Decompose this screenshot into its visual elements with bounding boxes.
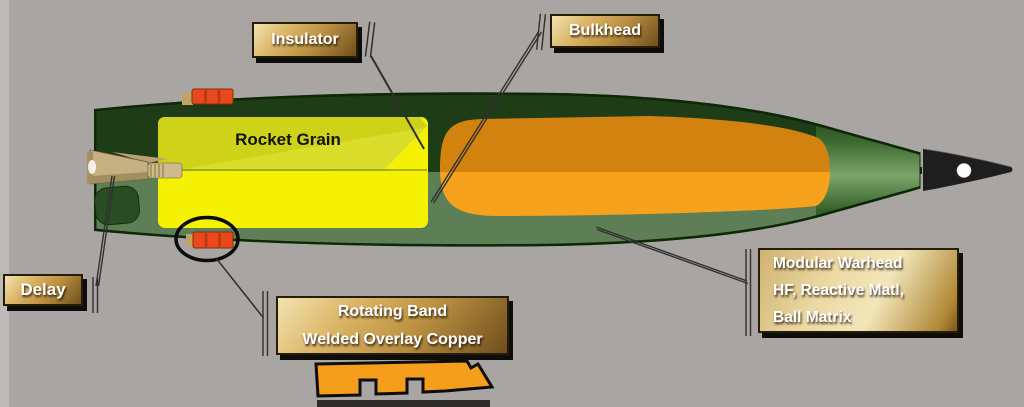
delay-leader (92, 175, 116, 313)
copper-band-cross-section (314, 359, 495, 398)
callout-modular-warhead-line3: Ball Matrix (773, 309, 852, 327)
callout-modular-warhead: Modular Warhead HF, Reactive Matl, Ball … (758, 248, 959, 333)
callout-modular-warhead-line2: HF, Reactive Matl, (773, 281, 904, 299)
modular-warhead-section (440, 116, 830, 216)
delay-glint (88, 160, 96, 174)
rotating-band-highlight-circle (174, 215, 240, 263)
background-edge-strip (0, 0, 9, 407)
rocket-grain-label: Rocket Grain (235, 130, 341, 149)
bulkhead-leader (430, 13, 547, 204)
fuze-tip-highlight (922, 148, 1012, 168)
rotating-band-bottom (186, 231, 234, 249)
rotating-band-leader (215, 257, 269, 356)
callout-bulkhead: Bulkhead (550, 14, 660, 48)
warhead-lower (440, 172, 830, 216)
igniter-rod-ribs (150, 164, 164, 177)
modular-warhead-leader (595, 226, 752, 336)
warhead-upper (440, 116, 830, 172)
insulator-leader (364, 21, 425, 150)
leader-lines (92, 13, 752, 356)
callout-insulator: Insulator (252, 22, 358, 58)
rotating-band-top (182, 88, 234, 105)
nozzle (94, 185, 140, 226)
callout-rotating-band: Rotating Band Welded Overlay Copper (276, 296, 509, 355)
callout-rotating-band-line2: Welded Overlay Copper (302, 330, 483, 348)
fuze-port-dot (956, 163, 972, 178)
rocket-grain-upper (158, 117, 427, 171)
delay-vane (112, 152, 168, 163)
callout-delay: Delay (3, 274, 83, 306)
callout-rotating-band-line1: Rotating Band (337, 303, 448, 321)
ogive-section (816, 92, 922, 247)
grain-ignition-wedge (184, 128, 424, 171)
callout-modular-warhead-line1: Modular Warhead (773, 254, 903, 272)
body-outline-rim (94, 92, 922, 247)
igniter-rod (147, 162, 183, 179)
delay-cone-shadow (90, 172, 148, 184)
cropped-element-bottom (317, 400, 490, 407)
